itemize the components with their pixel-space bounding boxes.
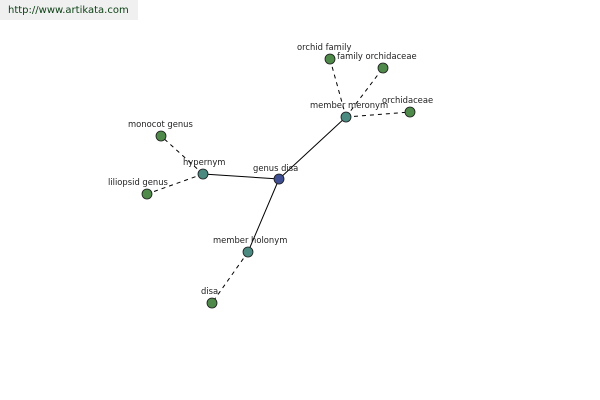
watermark-link[interactable]: http://www.artikata.com bbox=[8, 5, 129, 16]
node-monocot_genus[interactable] bbox=[155, 130, 167, 142]
label-disa[interactable]: disa bbox=[201, 286, 218, 296]
node-genus_disa[interactable] bbox=[273, 173, 285, 185]
edge-hypernym-monocot_genus bbox=[160, 135, 204, 175]
label-member_meronym[interactable]: member meronym bbox=[310, 100, 388, 110]
label-genus_disa[interactable]: genus disa bbox=[253, 163, 298, 173]
label-orchid_family[interactable]: orchid family bbox=[297, 42, 351, 52]
edge-hypernym-liliopsid_genus bbox=[146, 173, 204, 195]
graph-edges bbox=[146, 58, 411, 304]
graph-nodes bbox=[141, 53, 416, 309]
watermark-banner: http://www.artikata.com bbox=[0, 0, 138, 20]
edge-member_meronym-orchid_family bbox=[329, 58, 347, 118]
node-orchid_family[interactable] bbox=[324, 53, 336, 65]
node-family_orchidaceae[interactable] bbox=[377, 62, 389, 74]
edge-genus_disa-hypernym bbox=[202, 173, 280, 180]
label-liliopsid_genus[interactable]: liliopsid genus bbox=[108, 177, 168, 187]
edge-member_holonym-disa bbox=[211, 251, 249, 304]
node-member_meronym[interactable] bbox=[340, 111, 352, 123]
node-liliopsid_genus[interactable] bbox=[141, 188, 153, 200]
label-family_orchidaceae[interactable]: family orchidaceae bbox=[337, 51, 417, 61]
label-orchidaceae[interactable]: orchidaceae bbox=[382, 95, 433, 105]
node-orchidaceae[interactable] bbox=[404, 106, 416, 118]
label-hypernym[interactable]: hypernym bbox=[183, 157, 225, 167]
graph-labels: genus disa hypernym member meronym member h… bbox=[108, 42, 433, 296]
edge-genus_disa-member_holonym bbox=[247, 178, 280, 253]
edge-member_meronym-orchidaceae bbox=[345, 111, 411, 118]
label-member_holonym[interactable]: member holonym bbox=[213, 235, 287, 245]
edge-genus_disa-member_meronym bbox=[278, 116, 347, 180]
node-member_holonym[interactable] bbox=[242, 246, 254, 258]
node-hypernym[interactable] bbox=[197, 168, 209, 180]
label-monocot_genus[interactable]: monocot genus bbox=[128, 119, 193, 129]
edge-member_meronym-family_orchidaceae bbox=[345, 67, 384, 118]
node-disa[interactable] bbox=[206, 297, 218, 309]
